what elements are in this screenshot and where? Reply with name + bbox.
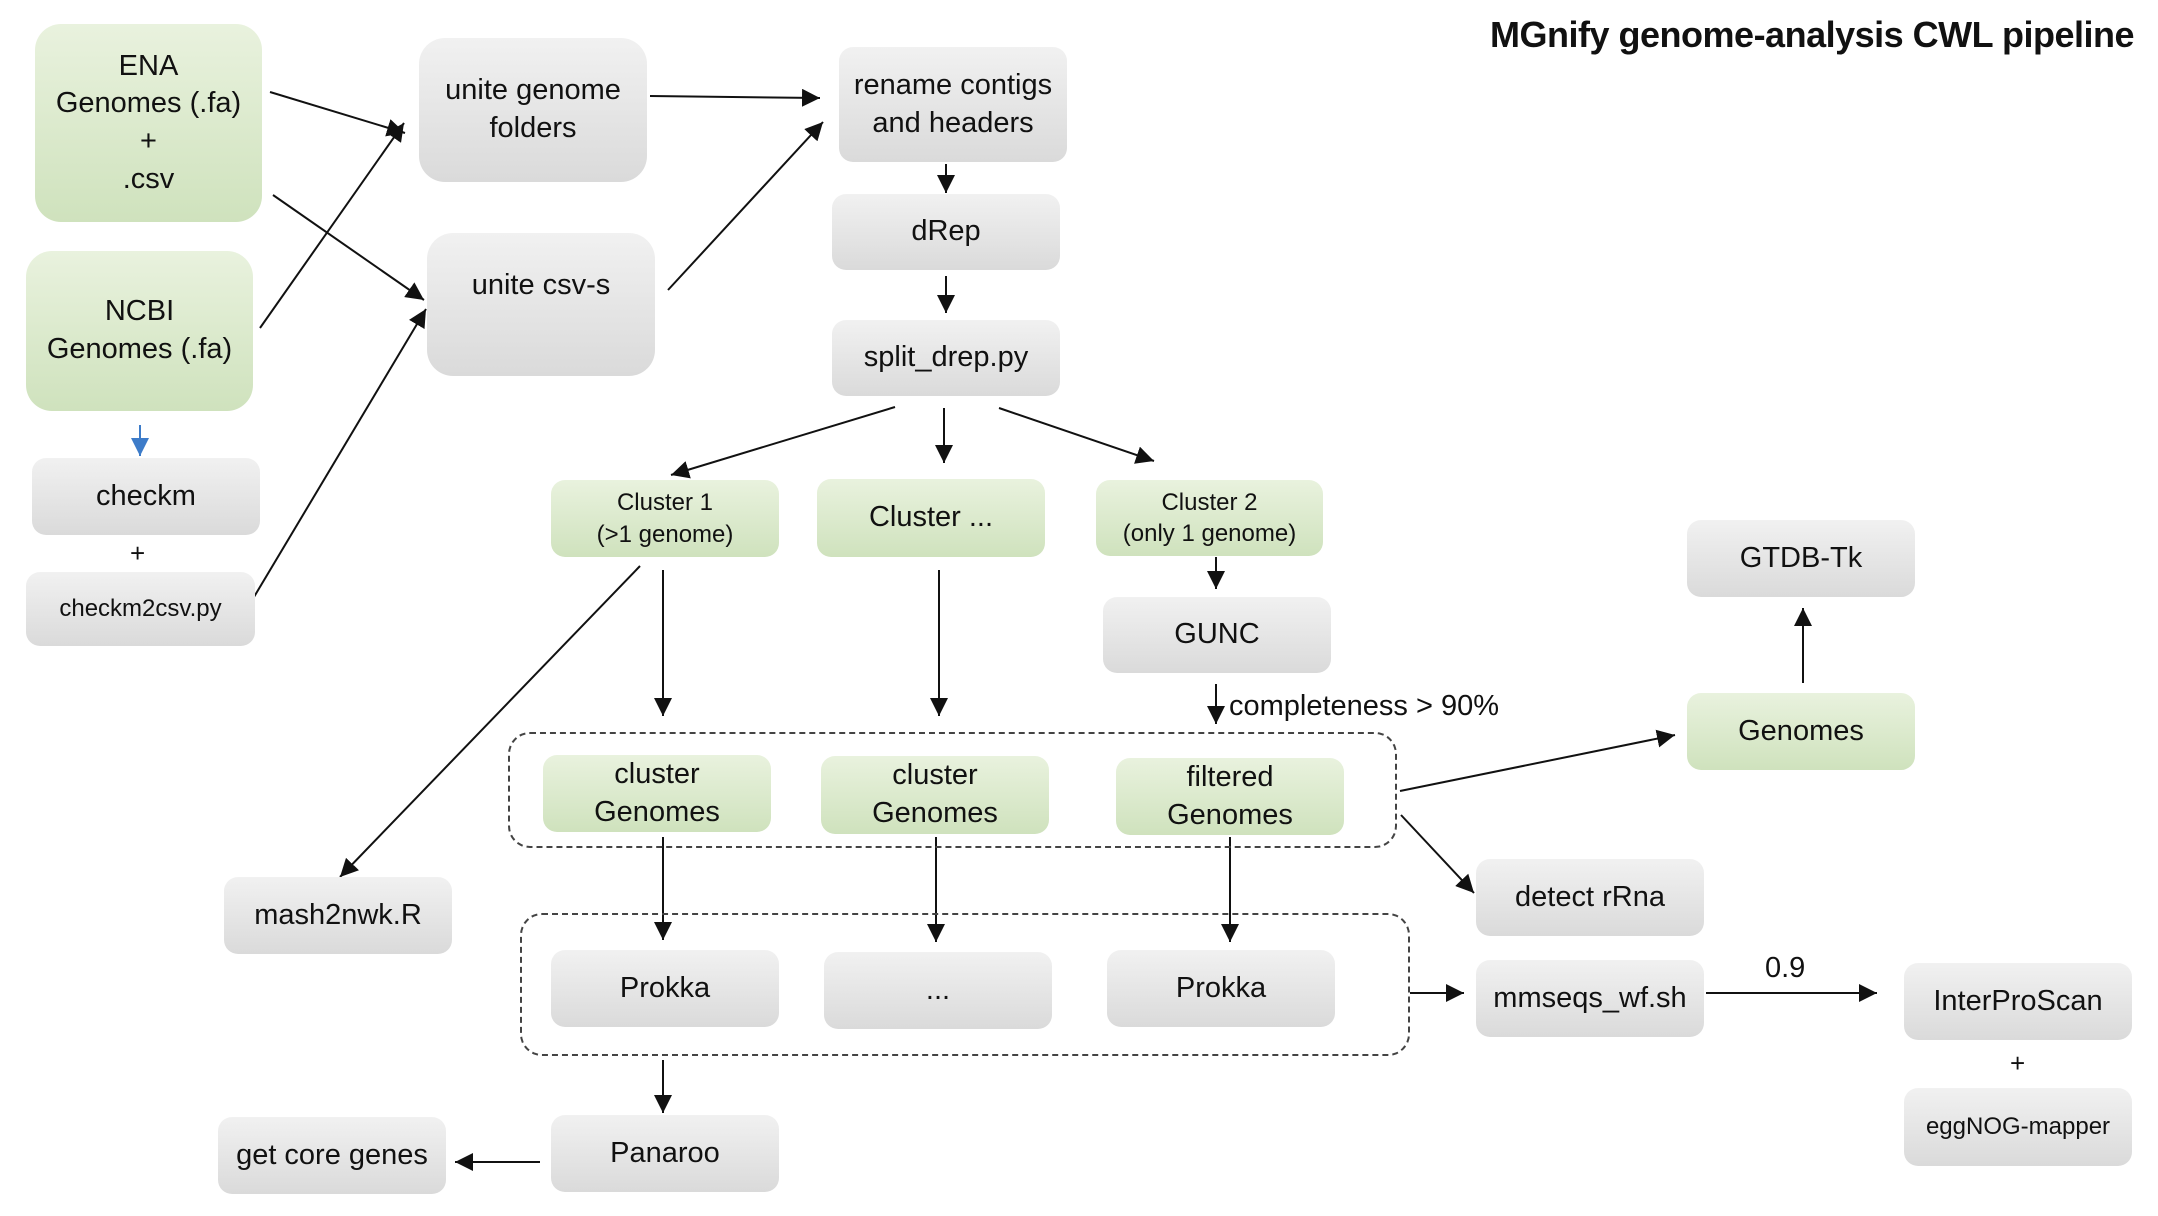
gunc-step: GUNC bbox=[1103, 597, 1331, 673]
genomes-node: Genomes bbox=[1687, 693, 1915, 770]
cluster-genomes-1-node: cluster Genomes bbox=[543, 755, 771, 832]
get-core-genes-step: get core genes bbox=[218, 1117, 446, 1194]
cluster-etc-node: Cluster ... bbox=[817, 479, 1045, 557]
edge-split-to-cluster2 bbox=[998, 407, 1155, 464]
edge-group-to-genomes bbox=[1399, 729, 1676, 792]
mmseqs-threshold-label: 0.9 bbox=[1765, 952, 1806, 984]
edge-unite-folders-to-rename bbox=[649, 88, 821, 107]
edge-checkm2csv-to-unite-csv bbox=[244, 308, 427, 613]
diagram-title: MGnify genome-analysis CWL pipeline bbox=[1490, 14, 2134, 55]
panaroo-step: Panaroo bbox=[551, 1115, 779, 1192]
checkm-step: checkm bbox=[32, 458, 260, 535]
cluster-2-node: Cluster 2 (only 1 genome) bbox=[1096, 480, 1323, 556]
drep-step: dRep bbox=[832, 194, 1060, 270]
edge-cluster1-to-mash2nwk bbox=[339, 565, 641, 878]
edge-ena-to-unite-folders bbox=[269, 91, 406, 137]
edge-ncbi-to-unite-folders bbox=[259, 122, 405, 329]
interproscan-plus: + bbox=[2010, 1048, 2026, 1078]
gtdbtk-step: GTDB-Tk bbox=[1687, 520, 1915, 597]
cluster-genomes-2-node: cluster Genomes bbox=[821, 756, 1049, 834]
rename-contigs-step: rename contigs and headers bbox=[839, 47, 1067, 162]
mash2nwk-step: mash2nwk.R bbox=[224, 877, 452, 954]
prokka-1-step: Prokka bbox=[551, 950, 779, 1027]
genomes-group bbox=[508, 732, 1397, 848]
split-drep-step: split_drep.py bbox=[832, 320, 1060, 396]
prokka-2-step: Prokka bbox=[1107, 950, 1335, 1027]
ena-genomes-input: ENA Genomes (.fa) + .csv bbox=[35, 24, 262, 222]
mmseqs-step: mmseqs_wf.sh bbox=[1476, 960, 1704, 1037]
interproscan-step: InterProScan bbox=[1904, 963, 2132, 1040]
completeness-label: completeness > 90% bbox=[1229, 690, 1500, 722]
unite-csv-step: unite csv-s bbox=[427, 233, 655, 376]
edge-group-to-detect-rrna bbox=[1400, 814, 1475, 894]
edge-split-to-cluster1 bbox=[670, 406, 896, 479]
edge-unite-csv-to-rename bbox=[667, 121, 824, 291]
checkm2csv-step: checkm2csv.py bbox=[26, 572, 255, 646]
detect-rrna-step: detect rRna bbox=[1476, 859, 1704, 936]
edge-ena-to-unite-csv bbox=[272, 194, 425, 301]
prokka-etc-step: ... bbox=[824, 952, 1052, 1029]
eggnog-mapper-step: eggNOG-mapper bbox=[1904, 1088, 2132, 1166]
prokka-group bbox=[520, 913, 1410, 1056]
cluster-1-node: Cluster 1 (>1 genome) bbox=[551, 480, 779, 557]
ncbi-genomes-input: NCBI Genomes (.fa) bbox=[26, 251, 253, 411]
unite-genome-folders-step: unite genome folders bbox=[419, 38, 647, 182]
checkm-plus: + bbox=[130, 538, 146, 568]
filtered-genomes-node: filtered Genomes bbox=[1116, 758, 1344, 835]
